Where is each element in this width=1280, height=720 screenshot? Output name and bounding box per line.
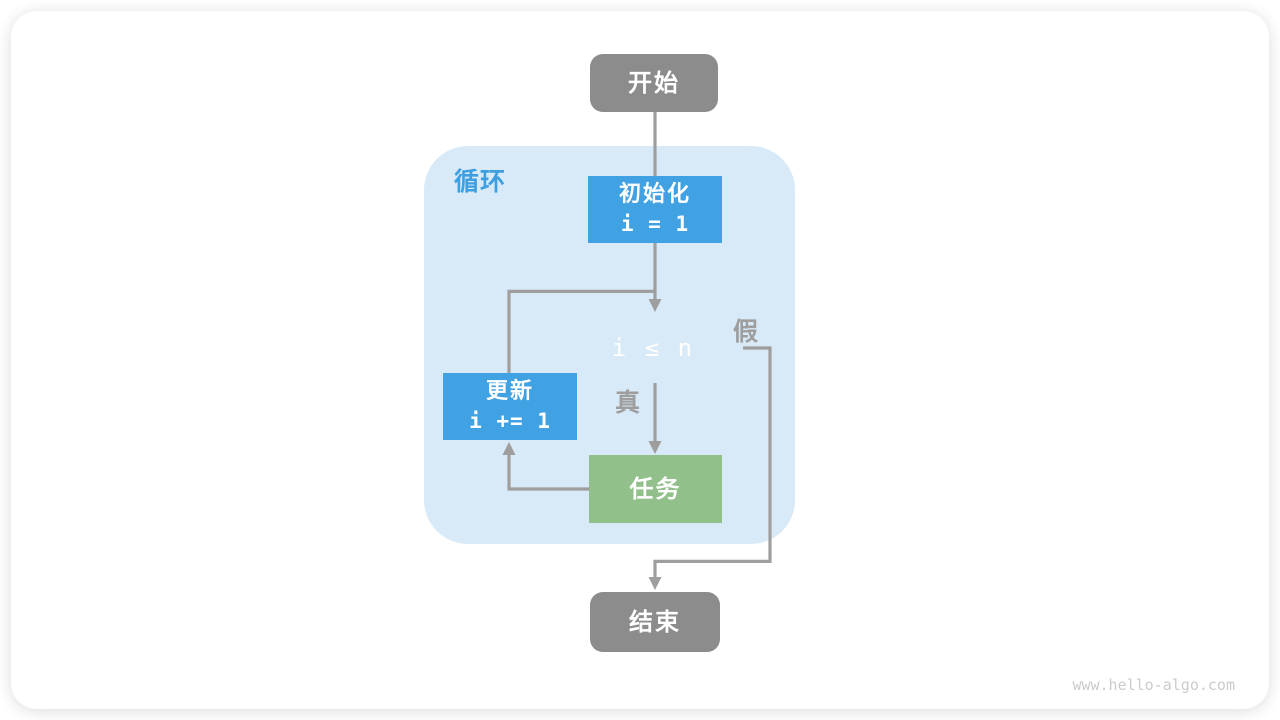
edge-task-update [507,452,589,491]
node-end: 结束 [590,592,720,652]
watermark-url: www.hello-algo.com [1072,676,1235,694]
edge-update-loopback [507,289,656,373]
node-init-title: 初始化 [618,182,691,207]
loop-label: 循环 [454,167,507,196]
node-update: 更新 i += 1 [443,373,577,440]
arrowhead-condition-task [648,441,662,454]
edge-condition-end [653,346,772,579]
node-init-code: i = 1 [620,212,690,236]
node-task: 任务 [589,455,722,523]
node-start-label: 开始 [628,69,680,97]
arrowhead-condition-end [648,577,662,590]
node-end-label: 结束 [629,608,681,636]
node-update-code: i += 1 [469,409,551,433]
node-update-title: 更新 [485,379,534,404]
node-init: 初始化 i = 1 [588,176,722,243]
arrowhead-init-condition [648,299,662,312]
edge-label-true: 真 [615,388,642,417]
edge-label-false: 假 [733,317,760,346]
arrowhead-task-update [502,442,516,455]
condition-label: i ≤ n [611,334,695,362]
node-start: 开始 [590,54,718,112]
node-task-label: 任务 [629,475,682,503]
